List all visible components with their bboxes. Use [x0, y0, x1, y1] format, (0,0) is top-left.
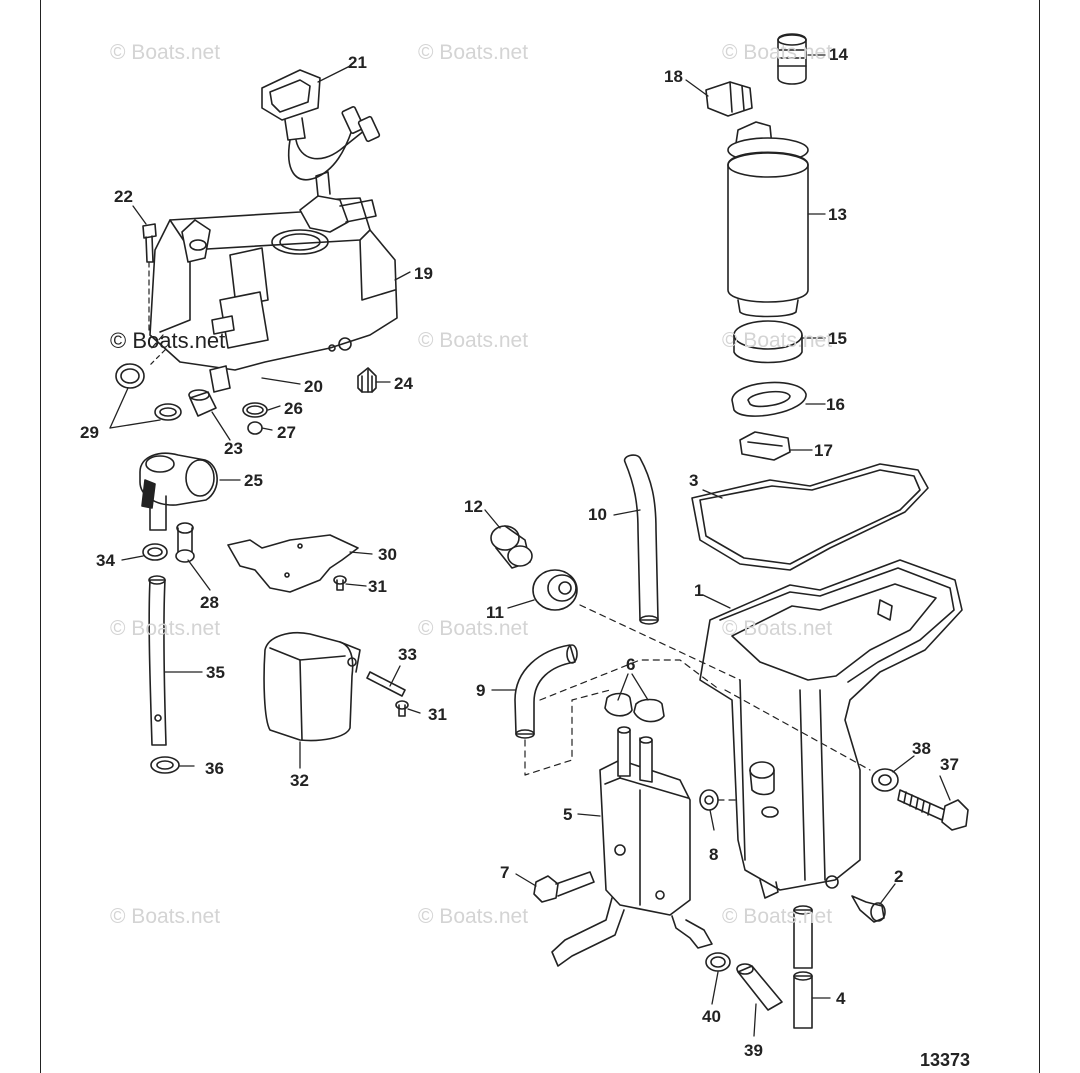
callout-6: 6 — [626, 655, 636, 674]
callout-12: 12 — [464, 497, 483, 516]
callout-8: 8 — [709, 845, 719, 864]
caps-6 — [604, 692, 665, 723]
hose-clamp-36 — [150, 756, 180, 774]
vapor-separator-cover-19 — [149, 171, 398, 393]
alignment-lines — [149, 334, 871, 801]
watermark: © Boats.net — [722, 617, 833, 640]
callout-1: 1 — [694, 581, 704, 600]
watermark: © Boats.net — [722, 41, 833, 64]
screw-31-a — [333, 575, 347, 591]
gasket-16 — [731, 381, 807, 417]
fuel-pump-13 — [727, 121, 809, 318]
grommet-11 — [532, 569, 578, 611]
callout-33: 33 — [398, 645, 417, 664]
watermark: © Boats.net — [418, 905, 529, 928]
callout-34: 34 — [96, 551, 115, 570]
callout-35: 35 — [206, 663, 225, 682]
callout-22: 22 — [114, 187, 133, 206]
callout-38: 38 — [912, 739, 931, 758]
callout-25: 25 — [244, 471, 263, 490]
hose-4 — [793, 905, 813, 1029]
callout-5: 5 — [563, 805, 573, 824]
watermark: © Boats.net — [418, 329, 529, 352]
callout-31-a: 31 — [368, 577, 387, 596]
watermark: © Boats.net — [722, 905, 833, 928]
clamp-40 — [705, 952, 731, 972]
gasket-3 — [691, 463, 929, 571]
watermark: © Boats.net — [110, 617, 221, 640]
callout-20: 20 — [304, 377, 323, 396]
callout-40: 40 — [702, 1007, 721, 1026]
fitting-14 — [777, 33, 807, 85]
hose-23 — [188, 389, 217, 417]
o-ring-26 — [242, 402, 268, 418]
callout-17: 17 — [814, 441, 833, 460]
callout-27: 27 — [277, 423, 296, 442]
push-pin-24 — [357, 367, 377, 393]
callout-11: 11 — [486, 603, 504, 622]
callout-24: 24 — [394, 374, 413, 393]
callout-23: 23 — [224, 439, 243, 458]
callout-3: 3 — [689, 471, 699, 490]
callout-37: 37 — [940, 755, 959, 774]
screw-22 — [142, 223, 157, 331]
bolt-28 — [175, 522, 195, 563]
plug-27 — [247, 421, 263, 435]
hose-clamps-29 — [115, 349, 182, 421]
hose-35 — [148, 575, 167, 746]
harness-connector-21 — [261, 69, 381, 181]
callout-18: 18 — [664, 67, 683, 86]
fuel-cooler-5 — [551, 726, 713, 967]
callout-28: 28 — [200, 593, 219, 612]
fitting-2 — [851, 895, 886, 923]
callout-13: 13 — [828, 205, 847, 224]
washer-38 — [871, 768, 899, 792]
bolt-7 — [533, 871, 595, 903]
elbow-hose-9 — [514, 644, 578, 739]
callout-16: 16 — [826, 395, 845, 414]
callout-26: 26 — [284, 399, 303, 418]
watermark: © Boats.net — [110, 328, 226, 353]
callout-30: 30 — [378, 545, 397, 564]
washer-8 — [699, 789, 719, 811]
bolt-37 — [897, 789, 969, 831]
grommet-17 — [739, 431, 791, 461]
cover-32 — [263, 632, 361, 742]
watermark: © Boats.net — [418, 617, 529, 640]
callout-39: 39 — [744, 1041, 763, 1060]
watermark: © Boats.net — [722, 329, 833, 352]
heat-shield-30 — [227, 534, 359, 593]
hose-10 — [623, 454, 659, 625]
hose-39 — [736, 963, 783, 1011]
screw-31-b — [395, 700, 409, 717]
pressure-regulator-25 — [139, 452, 218, 531]
callout-36: 36 — [205, 759, 224, 778]
callout-32: 32 — [290, 771, 309, 790]
callout-9: 9 — [476, 681, 486, 700]
callout-7: 7 — [500, 863, 510, 882]
fuel-tank-1 — [699, 559, 963, 899]
callout-leaders — [109, 54, 951, 1037]
callout-4: 4 — [836, 989, 846, 1008]
watermark: © Boats.net — [110, 905, 221, 928]
watermark: © Boats.net — [418, 41, 529, 64]
callout-21: 21 — [348, 53, 367, 72]
fitting-12 — [490, 525, 533, 569]
connector-18 — [705, 81, 753, 117]
pin-33 — [366, 671, 406, 697]
callout-31-b: 31 — [428, 705, 447, 724]
filter-15 — [733, 320, 803, 364]
callout-14: 14 — [829, 45, 848, 64]
hose-clamp-34 — [142, 543, 168, 561]
callout-2: 2 — [894, 867, 904, 886]
figure-number: 13373 — [920, 1050, 971, 1070]
callout-15: 15 — [828, 329, 847, 348]
callout-19: 19 — [414, 264, 433, 283]
watermark: © Boats.net — [110, 41, 221, 64]
callout-10: 10 — [588, 505, 607, 524]
callout-29: 29 — [80, 423, 99, 442]
